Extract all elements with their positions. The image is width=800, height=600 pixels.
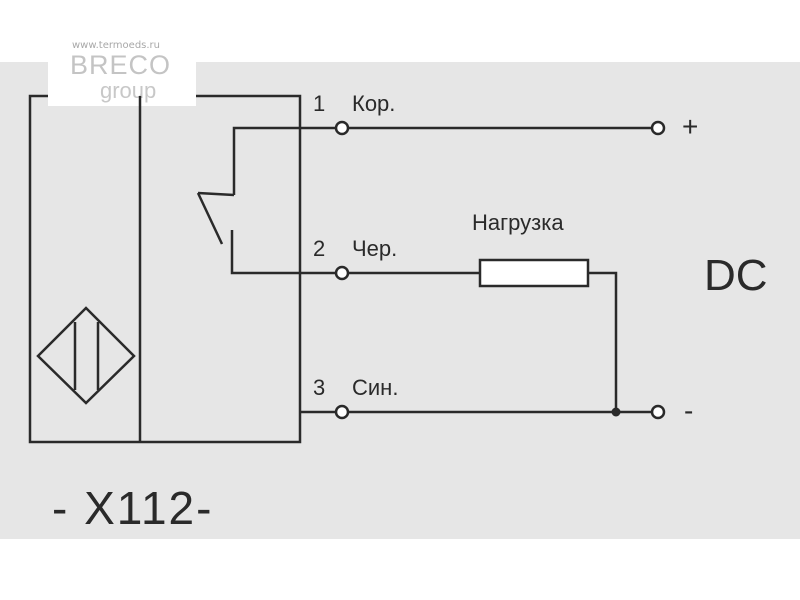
terminal-2-number: 2 — [313, 236, 325, 261]
plus-terminal-circle — [650, 120, 666, 136]
terminal-1-label: Кор. — [352, 91, 395, 116]
load-label: Нагрузка — [472, 210, 564, 235]
terminal-1-circle — [334, 120, 350, 136]
inductive-sensor-icon — [36, 306, 136, 405]
sensor-housing — [28, 94, 302, 444]
model-label: - X112- — [52, 482, 213, 534]
diagram-background — [0, 62, 800, 539]
junction-dot — [611, 407, 621, 417]
output-switch-icon — [196, 126, 300, 275]
minus-terminal-circle — [650, 404, 666, 420]
terminal-1-number: 1 — [313, 91, 325, 116]
terminal-3-number: 3 — [313, 375, 325, 400]
watermark-sub: group — [100, 78, 157, 103]
watermark-url: www.termoeds.ru — [72, 40, 161, 51]
terminal-2-label: Чер. — [352, 236, 397, 261]
watermark-patch — [48, 40, 196, 106]
terminal-3-circle — [334, 404, 350, 420]
terminal-2-circle — [334, 265, 350, 281]
minus-label: - — [684, 395, 693, 426]
wires — [300, 126, 652, 414]
plus-label: + — [682, 111, 698, 142]
supply-type-label: DC — [704, 251, 768, 300]
watermark-brand: BRECO — [70, 50, 172, 80]
terminal-3-label: Син. — [352, 375, 398, 400]
load-resistor — [478, 258, 590, 288]
